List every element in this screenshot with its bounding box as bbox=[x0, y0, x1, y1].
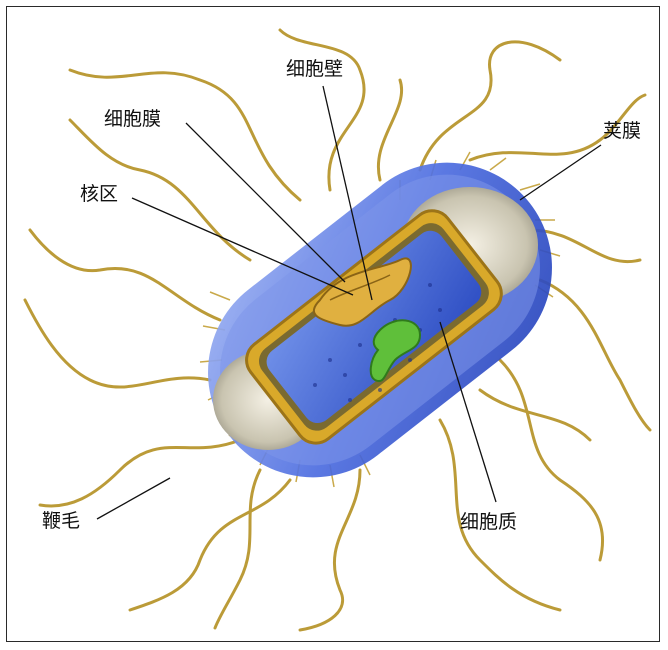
label-cell-wall: 细胞壁 bbox=[286, 60, 343, 79]
label-capsule: 荚膜 bbox=[603, 122, 641, 141]
label-cytoplasm: 细胞质 bbox=[460, 513, 517, 532]
label-nucleoid: 核区 bbox=[80, 185, 118, 204]
label-flagellum: 鞭毛 bbox=[42, 512, 80, 531]
label-cell-membrane: 细胞膜 bbox=[104, 110, 161, 129]
